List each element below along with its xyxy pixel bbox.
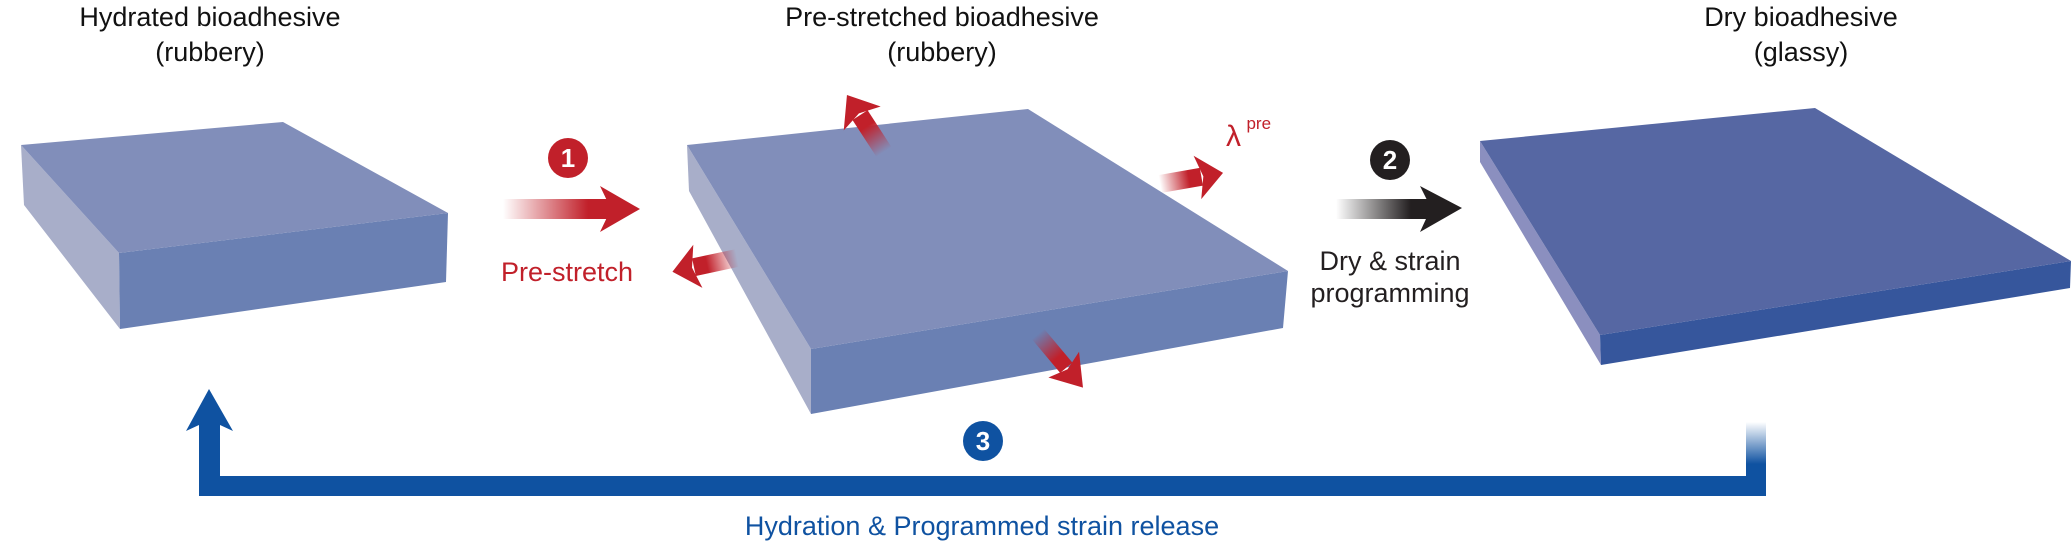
- stage-title-pre-stretched: Pre-stretched bioadhesive (rubbery): [785, 2, 1099, 67]
- step-3-hydration-release: 3 Hydration & Programmed strain release: [186, 389, 1766, 541]
- step-3-badge: [963, 421, 1003, 461]
- lambda-pre-label: λ pre: [1226, 114, 1271, 153]
- step-2-label-line2: programming: [1310, 278, 1469, 308]
- slab-front-face: [1600, 261, 2071, 365]
- slab-front-face: [119, 213, 448, 329]
- stretch-arrow-left-icon: [672, 244, 739, 288]
- step-1-label: Pre-stretch: [501, 257, 633, 287]
- slab-top-face: [1480, 108, 2071, 335]
- lambda-symbol: λ: [1226, 120, 1241, 153]
- stretch-arrow-right-icon: [1158, 155, 1224, 200]
- slab-top-face: [21, 122, 448, 253]
- pre-stretched-bioadhesive-slab: [687, 109, 1288, 414]
- step-1-number: 1: [561, 143, 575, 173]
- dry-bioadhesive-slab: [1480, 108, 2071, 365]
- stretch-arrow-top-icon: [843, 94, 892, 157]
- step-2-arrow-icon: [1336, 186, 1462, 232]
- step-3-label: Hydration & Programmed strain release: [745, 511, 1219, 541]
- lambda-superscript: pre: [1246, 114, 1271, 133]
- step-2-label-line1: Dry & strain: [1319, 246, 1460, 276]
- step-3-number: 3: [976, 426, 990, 456]
- slab-side-face: [1480, 141, 1601, 365]
- slab-side-face: [687, 145, 811, 414]
- stage-title-line2: (rubbery): [155, 37, 265, 67]
- slab-side-face: [21, 145, 120, 329]
- step-1-badge: [548, 138, 588, 178]
- slab-top-face: [687, 109, 1288, 349]
- stage-title-dry: Dry bioadhesive (glassy): [1704, 2, 1898, 67]
- hydrated-bioadhesive-slab: [21, 122, 448, 329]
- step-1-arrow-icon: [503, 186, 640, 232]
- stage-title-line1: Hydrated bioadhesive: [79, 2, 340, 32]
- stage-title-line2: (rubbery): [887, 37, 997, 67]
- stretch-arrow-bottom-icon: [1031, 328, 1083, 388]
- return-loop-arrow-icon: [186, 389, 1766, 496]
- step-2-number: 2: [1383, 145, 1397, 175]
- step-2-dry-programming: 2 Dry & strain programming: [1310, 140, 1470, 308]
- stage-title-line2: (glassy): [1754, 37, 1849, 67]
- step-1-prestretch: 1 Pre-stretch: [501, 138, 640, 287]
- stage-title-hydrated: Hydrated bioadhesive (rubbery): [79, 2, 340, 67]
- step-2-badge: [1370, 140, 1410, 180]
- stage-title-line1: Pre-stretched bioadhesive: [785, 2, 1099, 32]
- stage-title-line1: Dry bioadhesive: [1704, 2, 1898, 32]
